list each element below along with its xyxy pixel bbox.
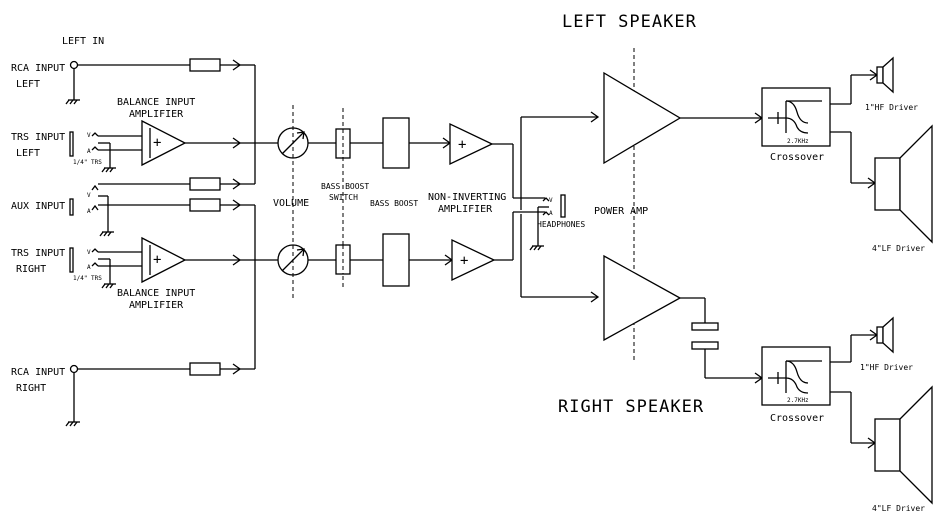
trs-input-right-label: TRS INPUT bbox=[11, 248, 65, 259]
ground-symbol bbox=[101, 283, 116, 289]
ground-symbol bbox=[529, 245, 544, 251]
rca-input-right-label: RCA INPUT bbox=[11, 367, 65, 378]
lf-driver-right-label: 4"LF Driver bbox=[872, 504, 925, 513]
balance-amp-right: + bbox=[141, 236, 187, 284]
lf-driver-left-label: 4"LF Driver bbox=[872, 244, 925, 253]
volume-pot-left[interactable] bbox=[277, 127, 309, 159]
rca-input-right-sub: RIGHT bbox=[16, 383, 46, 394]
ground-symbol bbox=[65, 99, 80, 105]
headphones-jack[interactable]: V A bbox=[529, 194, 566, 251]
aux-input-label: AUX INPUT bbox=[11, 201, 65, 212]
hf-driver-right bbox=[876, 316, 894, 354]
coupling-cap-bottom bbox=[691, 341, 719, 350]
balance-input-right-label: BALANCE INPUT bbox=[117, 288, 195, 299]
trs-input-left-label: TRS INPUT bbox=[11, 132, 65, 143]
rca-input-left-label: RCA INPUT bbox=[11, 63, 65, 74]
left-in-label: LEFT IN bbox=[62, 36, 104, 47]
balance-amplifier-right-label: AMPLIFIER bbox=[129, 300, 184, 311]
headphones-pin-a: A bbox=[549, 210, 553, 217]
balance-amp-left-plus: + bbox=[153, 135, 161, 151]
non-inverting-amp-left: + bbox=[449, 122, 494, 166]
trs-input-left-sub: LEFT bbox=[16, 148, 40, 159]
non-inverting-amp-left-plus: + bbox=[458, 137, 466, 153]
trs-right-pin-v: V bbox=[87, 249, 91, 256]
bass-boost-switch-sub: SWITCH bbox=[329, 193, 358, 202]
hf-driver-left bbox=[876, 56, 894, 94]
bass-boost-label: BASS BOOST bbox=[370, 199, 418, 208]
power-amp-left bbox=[603, 71, 682, 165]
crossover-right-freq: 2.7KHz bbox=[787, 397, 809, 404]
trs-right-size: 1/4" TRS bbox=[73, 275, 102, 282]
trs-left-pin-v: V bbox=[87, 132, 91, 139]
balance-input-left-label: BALANCE INPUT bbox=[117, 97, 195, 108]
coupling-cap-top bbox=[691, 322, 719, 331]
hf-driver-right-label: 1"HF Driver bbox=[860, 363, 913, 372]
rca-input-left-sub: LEFT bbox=[16, 79, 40, 90]
trs-right-jack: V A bbox=[69, 247, 142, 289]
resistor-aux-right bbox=[189, 198, 221, 212]
resistor-aux-left bbox=[189, 177, 221, 191]
ground-symbol bbox=[99, 231, 114, 237]
rca-left-jack bbox=[65, 60, 190, 105]
left-speaker-title: LEFT SPEAKER bbox=[562, 12, 697, 32]
right-speaker-title: RIGHT SPEAKER bbox=[558, 397, 704, 417]
balance-amp-left: + bbox=[141, 119, 187, 167]
bass-boost-switch-label: BASS BOOST bbox=[321, 182, 369, 191]
non-inverting-label: NON-INVERTING bbox=[428, 192, 506, 203]
trs-right-pin-a: A bbox=[87, 264, 91, 271]
resistor-rca-left bbox=[189, 58, 221, 72]
trs-left-pin-a: A bbox=[87, 148, 91, 155]
trs-input-right-sub: RIGHT bbox=[16, 264, 46, 275]
non-inverting-amp-right: + bbox=[451, 238, 496, 282]
volume-label: VOLUME bbox=[273, 198, 309, 209]
crossover-left-label: Crossover bbox=[770, 152, 824, 163]
crossover-left-freq: 2.7KHz bbox=[787, 138, 809, 145]
trs-left-jack: V A bbox=[69, 131, 142, 173]
rca-right-jack bbox=[65, 364, 190, 427]
volume-pot-right[interactable] bbox=[277, 244, 309, 276]
aux-pin-v: V bbox=[87, 192, 91, 199]
crossover-right bbox=[761, 346, 831, 406]
aux-input-jack: V A bbox=[69, 183, 190, 237]
lf-driver-left bbox=[874, 124, 933, 244]
balance-amplifier-left-label: AMPLIFIER bbox=[129, 109, 184, 120]
headphones-pin-v: V bbox=[549, 197, 553, 204]
crossover-right-label: Crossover bbox=[770, 413, 824, 424]
aux-pin-a: A bbox=[87, 208, 91, 215]
trs-left-size: 1/4" TRS bbox=[73, 159, 102, 166]
non-inverting-amp-right-plus: + bbox=[460, 253, 468, 269]
non-inverting-amplifier-label: AMPLIFIER bbox=[438, 204, 493, 215]
resistor-rca-right bbox=[189, 362, 221, 376]
headphones-label: HEADPHONES bbox=[537, 220, 585, 229]
lf-driver-right bbox=[874, 385, 933, 505]
balance-amp-right-plus: + bbox=[153, 252, 161, 268]
ground-symbol bbox=[65, 421, 80, 427]
hf-driver-left-label: 1"HF Driver bbox=[865, 103, 918, 112]
bass-boost-filter-left bbox=[382, 117, 410, 169]
bass-boost-filter-right bbox=[382, 233, 410, 287]
crossover-left bbox=[761, 87, 831, 147]
power-amp-label: POWER AMP bbox=[594, 206, 648, 217]
ground-symbol bbox=[101, 167, 116, 173]
power-amp-right bbox=[603, 254, 682, 342]
